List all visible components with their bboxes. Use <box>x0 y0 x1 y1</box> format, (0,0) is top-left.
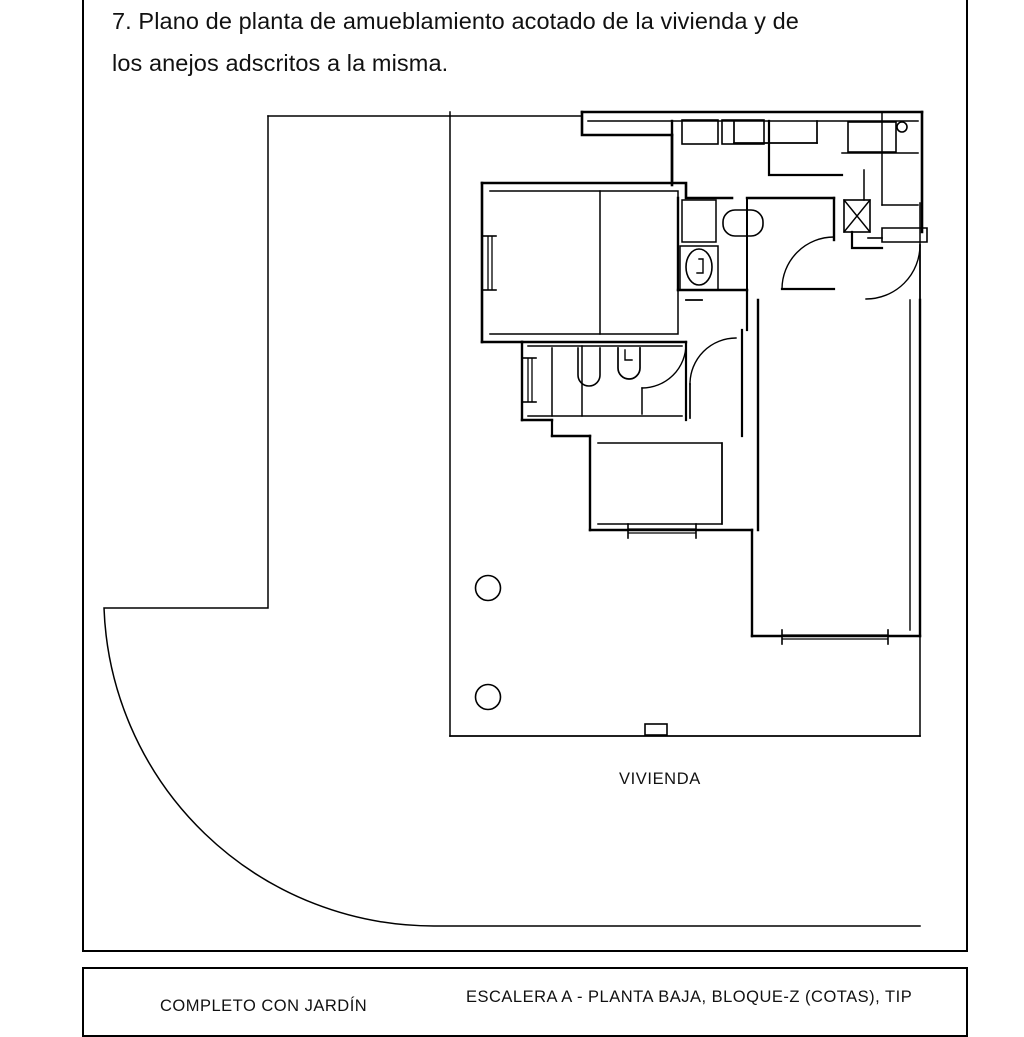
bedroom-walls <box>550 298 922 638</box>
closet-details <box>551 299 703 417</box>
entry-area <box>850 169 928 250</box>
washbasin-fixture-aseo <box>617 347 641 380</box>
hob-burner-icon <box>896 121 908 133</box>
page-title-line-2: los anejos adscritos a la misma. <box>112 50 449 76</box>
page-title-line-1: 7. Plano de planta de amueblamiento acot… <box>112 8 799 34</box>
main-block-walls <box>480 181 734 344</box>
east-exterior-wall <box>909 298 922 638</box>
floor-plan-svg <box>103 110 928 927</box>
garden-boundary <box>103 115 921 927</box>
window-east-south <box>781 629 889 645</box>
title-block-left-text: COMPLETO CON JARDÍN <box>160 997 368 1015</box>
window-west <box>481 235 497 291</box>
tree-mark-1 <box>474 574 502 602</box>
page-title: 7. Plano de planta de amueblamiento acot… <box>112 0 942 84</box>
dwelling-envelope <box>580 110 924 234</box>
terrace-outline <box>267 111 921 737</box>
kitchen-area <box>587 119 919 182</box>
window-bedroom-south <box>627 523 697 539</box>
hall-walls <box>745 196 836 332</box>
door-swing-bathroom <box>780 236 836 291</box>
floor-plan-drawing <box>82 0 968 952</box>
aseo-walls <box>520 340 688 422</box>
door-swing-aseo <box>641 343 687 415</box>
toilet-fixture-main <box>685 248 713 286</box>
tree-mark-2 <box>474 683 502 711</box>
duct-line <box>881 111 919 206</box>
door-swing-entry <box>865 244 921 300</box>
main-bathroom-walls <box>676 196 749 292</box>
living-room <box>489 190 679 335</box>
drawing-frame <box>82 0 968 952</box>
door-swing-hall <box>689 337 737 419</box>
plan-label-vivienda: VIVIENDA <box>619 770 701 788</box>
toilet-fixture-aseo <box>577 347 601 387</box>
kitchen-sink <box>847 121 897 153</box>
bathtub-fixture <box>722 209 764 237</box>
shaft-marker-icon <box>842 198 872 234</box>
title-block-right-text: ESCALERA A - PLANTA BAJA, BLOQUE-Z (COTA… <box>466 988 913 1006</box>
garden-gate <box>644 723 668 736</box>
